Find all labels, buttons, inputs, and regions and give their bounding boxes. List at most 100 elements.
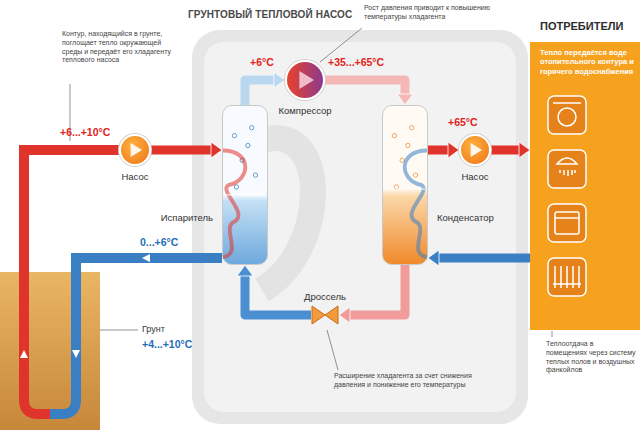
evaporator-vessel: Испаритель bbox=[222, 105, 268, 265]
panel-ground bbox=[530, 42, 640, 330]
pipe-connector bbox=[339, 265, 405, 323]
flow-triangle bbox=[131, 143, 142, 157]
pipe bbox=[151, 146, 212, 155]
pipe bbox=[491, 146, 520, 155]
flow-arrow bbox=[142, 254, 150, 262]
component-name: Компрессор bbox=[278, 105, 331, 116]
throttle-valve: Дроссель bbox=[311, 305, 339, 325]
pipe-connector bbox=[325, 80, 413, 105]
throttle-shape bbox=[311, 305, 339, 325]
leader-line bbox=[100, 330, 138, 331]
valve-wing bbox=[312, 306, 325, 324]
heat-coil bbox=[223, 150, 245, 257]
vessel-detail bbox=[223, 106, 267, 264]
leader-line bbox=[552, 331, 553, 337]
pipe bbox=[349, 265, 405, 315]
bubble bbox=[400, 158, 404, 162]
pipe bbox=[325, 80, 405, 95]
note-text: Расширение хладагента за счет снижения д… bbox=[334, 372, 476, 390]
arrow-head bbox=[519, 142, 530, 158]
temperature-label: +35...+65°C bbox=[328, 56, 384, 68]
pump-circle: Насос bbox=[459, 134, 491, 166]
pipe-connector bbox=[491, 142, 530, 158]
flow-triangle bbox=[471, 143, 482, 157]
pipe bbox=[428, 146, 449, 155]
leader-line bbox=[327, 330, 338, 370]
pipe-connector bbox=[151, 142, 222, 158]
consumer-panel: ПОТРЕБИТЕЛИТепло передаётся воде отопите… bbox=[530, 42, 640, 330]
bubble bbox=[234, 185, 238, 189]
ground-block bbox=[0, 272, 100, 430]
floor-heating-icon bbox=[553, 266, 581, 288]
panel-text: Тепло передаётся воде отопительного конт… bbox=[540, 48, 634, 76]
shower-icon bbox=[557, 158, 577, 164]
component-name: Испаритель bbox=[161, 212, 213, 223]
level-line bbox=[225, 194, 265, 195]
leader-lines bbox=[70, 28, 552, 370]
housing-inner bbox=[204, 42, 516, 412]
consumer-panel bbox=[530, 42, 640, 330]
icon-frame bbox=[548, 96, 586, 134]
consumer-icons bbox=[548, 96, 586, 296]
bubble bbox=[406, 143, 410, 147]
pipe bbox=[245, 80, 275, 105]
pipe bbox=[438, 254, 530, 263]
arrow-head bbox=[211, 142, 222, 158]
temperature-label: +65°C bbox=[448, 116, 478, 128]
compressor-circle: Компрессор bbox=[285, 60, 325, 100]
arrow-head bbox=[397, 94, 413, 105]
temperature-label: +6...+10°C bbox=[60, 126, 110, 138]
arrow-head bbox=[448, 142, 459, 158]
bubble bbox=[392, 133, 396, 137]
vessel-detail bbox=[383, 106, 427, 264]
icon-frame bbox=[548, 258, 586, 296]
component-name: Насос bbox=[461, 171, 488, 182]
diagram-title: ГРУНТОВЫЙ ТЕПЛОВОЙ НАСОС bbox=[188, 9, 352, 20]
housing bbox=[192, 30, 528, 424]
part-name: Грунт bbox=[142, 324, 165, 334]
temperature-label: +4...+10°C bbox=[142, 338, 192, 350]
pipe-connector bbox=[428, 250, 530, 266]
arrow-head bbox=[428, 250, 439, 266]
valve-wing bbox=[325, 306, 338, 324]
component-name: Насос bbox=[121, 171, 148, 182]
flow-arrow bbox=[20, 350, 28, 358]
arrow-head bbox=[339, 307, 350, 323]
note-text: Теплоотдача в помещениях через систему т… bbox=[546, 340, 636, 375]
pipe-connector bbox=[428, 142, 459, 158]
flow-arrow bbox=[72, 350, 80, 358]
component-name: Дроссель bbox=[304, 291, 346, 302]
bubble bbox=[413, 173, 417, 177]
shower-icon bbox=[560, 170, 575, 176]
pump-arrow bbox=[121, 136, 149, 164]
cold-pipe bbox=[50, 258, 222, 414]
pump-arrow bbox=[287, 62, 323, 98]
arrow-head bbox=[274, 72, 285, 88]
ground-loop bbox=[20, 150, 222, 414]
pipe bbox=[245, 275, 311, 315]
note-text: Контур, находящийся в грунте, поглощает … bbox=[62, 30, 182, 65]
pipe-connector bbox=[237, 265, 311, 315]
warm-pipe bbox=[24, 150, 119, 414]
pipe-connector bbox=[245, 72, 285, 105]
temperature-label: 0...+6°C bbox=[140, 236, 178, 248]
bubble bbox=[253, 173, 257, 177]
icon-frame bbox=[548, 150, 586, 188]
bubble bbox=[250, 126, 254, 130]
housing-swirl bbox=[262, 138, 313, 290]
level-line bbox=[385, 188, 425, 189]
pump-circle: Насос bbox=[119, 134, 151, 166]
bubble bbox=[410, 126, 414, 130]
component-name: Конденсатор bbox=[437, 212, 494, 223]
note-text: Рост давления приводит к повышению темпе… bbox=[364, 4, 496, 22]
oven-icon bbox=[555, 212, 579, 234]
arrow-head bbox=[237, 265, 253, 276]
panel-heading: ПОТРЕБИТЕЛИ bbox=[540, 20, 623, 32]
temperature-label: +6°C bbox=[250, 56, 274, 68]
icon-frame bbox=[548, 204, 586, 242]
oven-icon bbox=[555, 217, 579, 219]
pump-arrow bbox=[461, 136, 489, 164]
washer-icon bbox=[558, 108, 576, 126]
flow-triangle bbox=[299, 71, 314, 89]
